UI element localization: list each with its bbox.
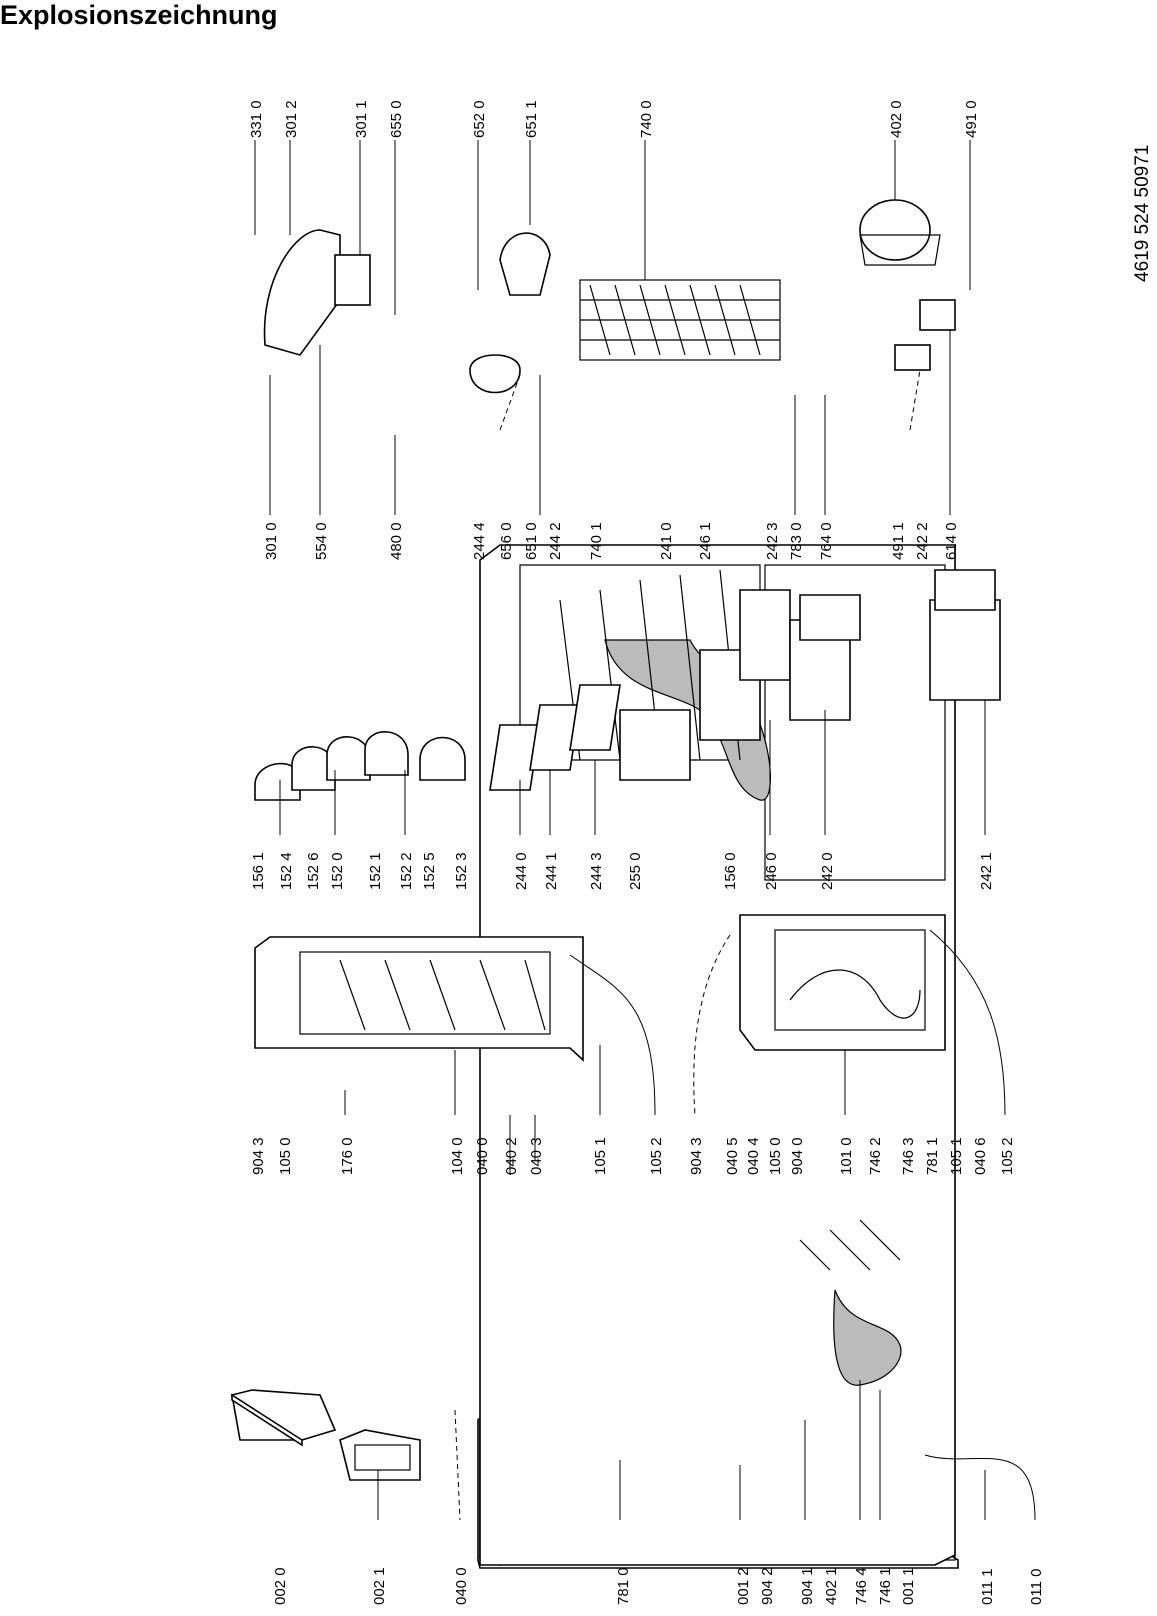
- part-label: 011 0: [1028, 1569, 1045, 1605]
- glass-shelves: [489, 684, 691, 791]
- labels-shelves-upper-row: 301 0 554 0 480 0 244 4 656 0 651 0 244 …: [263, 522, 960, 560]
- part-label: 491 0: [963, 100, 980, 138]
- control-housing: [263, 229, 371, 356]
- part-label: 652 0: [471, 100, 488, 138]
- part-label: 402 1: [823, 1567, 840, 1605]
- part-label: 105 1: [592, 1137, 609, 1175]
- part-label: 255 0: [627, 852, 644, 890]
- part-label: 301 2: [283, 100, 300, 138]
- part-label: 244 4: [471, 522, 488, 560]
- page-title: Explosionszeichnung: [0, 0, 278, 30]
- part-label: 001 2: [735, 1567, 752, 1605]
- labels-top-row: 331 0 301 2 301 1 655 0 652 0 651 1 740 …: [248, 100, 980, 138]
- part-label: 656 0: [498, 522, 515, 560]
- part-label: 764 0: [818, 522, 835, 560]
- part-label: 040 3: [528, 1137, 545, 1175]
- labels-door-row: 904 3 105 0 176 0 104 0 040 0 040 2 040 …: [250, 1137, 1016, 1175]
- part-label: 152 4: [278, 852, 295, 890]
- part-label: 301 1: [353, 100, 370, 138]
- part-label: 104 0: [449, 1137, 466, 1175]
- part-label: 651 0: [523, 522, 540, 560]
- part-label: 331 0: [248, 100, 265, 138]
- part-label: 011 1: [979, 1569, 996, 1605]
- part-label: 105 2: [648, 1137, 665, 1175]
- part-label: 740 1: [588, 522, 605, 560]
- light-cover: [469, 232, 551, 394]
- part-label: 001 1: [900, 1567, 917, 1605]
- door-bins: [254, 731, 466, 801]
- part-label: 246 0: [763, 852, 780, 890]
- part-label: 244 0: [513, 852, 530, 890]
- part-label: 152 0: [329, 852, 346, 890]
- part-label: 904 3: [250, 1137, 267, 1175]
- part-label: 781 0: [615, 1567, 632, 1605]
- part-label: 554 0: [313, 522, 330, 560]
- part-label: 614 0: [943, 522, 960, 560]
- part-label: 040 0: [474, 1137, 491, 1175]
- part-label: 040 5: [724, 1137, 741, 1175]
- part-label: 152 1: [367, 852, 384, 890]
- part-label: 156 0: [722, 852, 739, 890]
- part-label: 301 0: [263, 522, 280, 560]
- part-label: 781 1: [924, 1137, 941, 1175]
- part-label: 746 1: [877, 1567, 894, 1605]
- lower-door: [739, 914, 946, 1051]
- part-label: 156 1: [250, 852, 267, 890]
- part-label: 746 2: [867, 1137, 884, 1175]
- part-label: 242 0: [819, 852, 836, 890]
- part-label: 246 1: [697, 522, 714, 560]
- part-label: 105 0: [767, 1137, 784, 1175]
- part-label: 152 6: [305, 852, 322, 890]
- part-label: 040 6: [972, 1137, 989, 1175]
- part-label: 176 0: [339, 1137, 356, 1175]
- part-label: 241 0: [658, 522, 675, 560]
- part-label: 740 0: [638, 100, 655, 138]
- upper-door: [254, 936, 584, 1062]
- part-label: 783 0: [788, 522, 805, 560]
- relay-and-starter: [894, 299, 956, 371]
- part-label: 040 0: [453, 1567, 470, 1605]
- part-label: 105 0: [277, 1137, 294, 1175]
- part-label: 244 3: [588, 852, 605, 890]
- part-label: 904 3: [688, 1137, 705, 1175]
- crisper-and-baskets: [699, 569, 1001, 741]
- part-label: 746 3: [900, 1137, 917, 1175]
- condenser: [579, 279, 781, 361]
- part-label: 040 2: [503, 1137, 520, 1175]
- part-label: 402 0: [888, 100, 905, 138]
- part-label: 242 2: [914, 522, 931, 560]
- leader-lines: [254, 140, 1036, 1521]
- document-number: 4619 524 50971: [1132, 145, 1153, 282]
- part-label: 002 1: [371, 1567, 388, 1605]
- labels-bottom-row: 002 0 002 1 040 0 781 0 001 2 904 2 904 …: [272, 1567, 1045, 1605]
- labels-shelves-lower-row: 156 1 152 4 152 6 152 0 152 1 152 2 152 …: [250, 852, 995, 890]
- part-label: 002 0: [272, 1567, 289, 1605]
- part-label: 904 2: [759, 1567, 776, 1605]
- part-label: 152 5: [421, 852, 438, 890]
- part-label: 904 1: [799, 1567, 816, 1605]
- part-label: 152 3: [453, 852, 470, 890]
- part-label: 152 2: [398, 852, 415, 890]
- part-label: 480 0: [388, 522, 405, 560]
- part-label: 244 1: [543, 852, 560, 890]
- part-label: 746 4: [853, 1567, 870, 1605]
- part-label: 655 0: [388, 100, 405, 138]
- part-label: 105 2: [999, 1137, 1016, 1175]
- part-label: 904 0: [789, 1137, 806, 1175]
- part-label: 242 3: [764, 522, 781, 560]
- compressor: [859, 199, 941, 266]
- top-cover: [231, 1389, 337, 1447]
- top-frame: [339, 1429, 421, 1481]
- part-label: 105 1: [948, 1137, 965, 1175]
- part-label: 651 1: [523, 100, 540, 138]
- part-label: 242 1: [978, 852, 995, 890]
- part-label: 101 0: [838, 1137, 855, 1175]
- part-label: 040 4: [745, 1137, 762, 1175]
- part-label: 244 2: [547, 522, 564, 560]
- part-label: 491 1: [890, 522, 907, 560]
